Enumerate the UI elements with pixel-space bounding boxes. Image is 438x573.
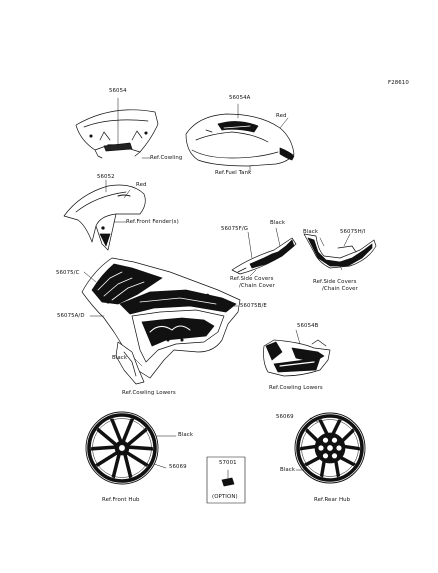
wheel-spoke [96, 427, 118, 447]
color-label-rear-hub: Black [280, 467, 296, 473]
wheel-spoke [123, 452, 133, 479]
windshield-illustration [75, 97, 159, 159]
cowling-lower-right-illustration [263, 329, 331, 377]
wheel-spoke [126, 427, 148, 447]
ref-front-hub-label: Ref.Front Hub [102, 497, 140, 503]
wheel-spoke [127, 445, 154, 451]
hub-bolt-hole [322, 453, 329, 459]
hub-bolt-hole [318, 445, 324, 451]
hub-bolt-hole [336, 445, 342, 451]
wheel-spoke [90, 445, 117, 451]
color-label-cowling-lowers: Black [112, 355, 128, 361]
wheel-spoke [95, 450, 120, 467]
ref-fuel-tank-label: Ref.Fuel Tank [215, 170, 252, 176]
part-number-windshield: 56054 [109, 88, 127, 94]
wheel-spoke [319, 457, 327, 478]
side-cover-right-illustration [303, 233, 377, 271]
part-number-front-wheel: 56069 [169, 464, 187, 470]
part-number-fuel-tank: 56054A [229, 95, 251, 101]
wheel-spoke [109, 418, 123, 443]
ref-side-covers-left-line2: /Chain Cover [239, 283, 275, 289]
wheel-spoke [305, 428, 321, 445]
ref-side-covers-right-line1: Ref.Side Covers [313, 279, 357, 285]
hub-bolt-hole [331, 437, 338, 443]
color-label-side-cover-right: Black [303, 229, 319, 235]
wheel-spoke [318, 419, 330, 437]
wheel-spoke [341, 444, 361, 451]
side-cover-left-illustration [231, 227, 297, 277]
ref-side-covers-right-line2: /Chain Cover [322, 286, 358, 292]
cowling-illustration [81, 257, 241, 385]
rear-wheel-illustration [294, 412, 366, 484]
ref-cowling-lowers-left: Ref.Cowling Lowers [122, 390, 176, 396]
part-number-cowling-lower-left: 56075A/D [57, 313, 85, 319]
wheel-spoke [330, 419, 342, 437]
ref-cowling-label: Ref.Cowling [150, 155, 183, 161]
part-number-rear-wheel: 56069 [276, 414, 294, 420]
wheel-spoke [124, 450, 149, 467]
fuel-tank-illustration [185, 103, 295, 173]
part-number-cowling-lower-right: 56054B [297, 323, 319, 329]
front-fender-illustration [63, 179, 146, 251]
hub-bolt-hole [322, 437, 329, 443]
color-label-fender: Red [136, 182, 147, 188]
hub-bolt-hole [331, 453, 338, 459]
part-number-cowling-main: 56075B/E [240, 303, 267, 309]
part-number-front-fender: 56052 [97, 174, 115, 180]
color-label-side-cover-left: Black [270, 220, 286, 226]
wheel-spoke [121, 418, 135, 443]
figure-code: F28610 [388, 80, 409, 86]
color-label-tank: Red [276, 113, 287, 119]
ref-cowling-lowers-right: Ref.Cowling Lowers [269, 385, 323, 391]
wheel-spoke [111, 452, 121, 479]
option-label: (OPTION) [212, 494, 238, 500]
ref-side-covers-left-line1: Ref.Side Covers [230, 276, 274, 282]
part-number-side-cover-right: 56075H/I [340, 229, 366, 235]
wheel-spoke [304, 455, 323, 467]
wheel-spoke [299, 444, 319, 451]
part-number-side-cover-left: 56075F/G [221, 226, 249, 232]
wheel-spoke [333, 457, 341, 478]
option-part-illustration [206, 456, 246, 504]
part-number-cowling-upper-left: 56075/C [56, 270, 80, 276]
wheel-spoke [337, 455, 356, 467]
color-label-front-hub: Black [178, 432, 194, 438]
wheel-spoke [339, 428, 355, 445]
ref-front-fender-label: Ref.Front Fender(s) [126, 219, 179, 225]
front-wheel-illustration [85, 411, 177, 485]
ref-rear-hub-label: Ref.Rear Hub [314, 497, 351, 503]
part-number-option: 57001 [219, 460, 237, 466]
